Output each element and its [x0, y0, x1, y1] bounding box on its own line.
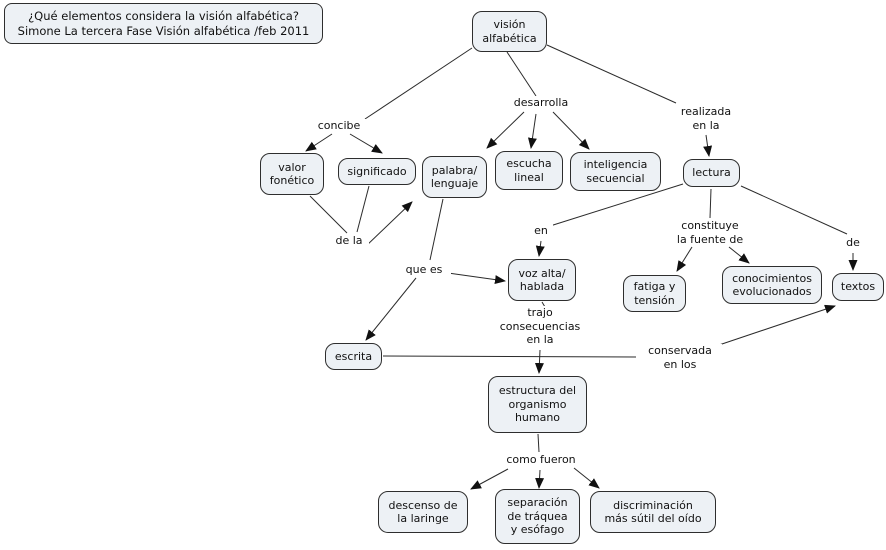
- node-escrita[interactable]: escrita: [325, 343, 382, 370]
- plain-connectors: [309, 44, 848, 453]
- node-separacion-traquea[interactable]: separación de tráquea y esófago: [495, 489, 580, 544]
- node-voz-alta-hablada[interactable]: voz alta/ hablada: [508, 259, 576, 301]
- node-descenso-laringe[interactable]: descenso de la laringe: [378, 491, 468, 533]
- map-title-box[interactable]: ¿Qué elementos considera la visión alfab…: [4, 3, 323, 44]
- link-label-como-fueron[interactable]: como fueron: [502, 453, 580, 467]
- node-textos[interactable]: textos: [832, 273, 884, 301]
- node-palabra-lenguaje[interactable]: palabra/ lenguaje: [422, 156, 487, 198]
- node-vision-alfabetica[interactable]: visión alfabética: [472, 11, 547, 52]
- node-lectura[interactable]: lectura: [683, 159, 740, 187]
- link-label-desarrolla[interactable]: desarrolla: [504, 96, 578, 110]
- link-label-de-la[interactable]: de la: [329, 234, 369, 248]
- node-significado[interactable]: significado: [338, 158, 416, 185]
- node-estructura-organismo[interactable]: estructura del organismo humano: [488, 376, 587, 433]
- link-label-constituye-la-fuente-de[interactable]: constituye la fuente de: [668, 219, 752, 246]
- link-label-de[interactable]: de: [843, 236, 863, 250]
- link-label-realizada-en-la[interactable]: realizada en la: [674, 105, 738, 132]
- link-label-que-es[interactable]: que es: [397, 263, 451, 277]
- link-label-conservada-en-los[interactable]: conservada en los: [638, 344, 722, 371]
- link-label-en[interactable]: en: [529, 224, 553, 238]
- link-label-concibe[interactable]: concibe: [309, 119, 369, 133]
- arrow-connectors: [305, 111, 858, 490]
- node-discriminacion-oido[interactable]: discriminación más sútil del oído: [590, 491, 716, 533]
- map-title-question: ¿Qué elementos considera la visión alfab…: [28, 8, 299, 23]
- node-escucha-lineal[interactable]: escucha lineal: [495, 151, 563, 190]
- node-fatiga-tension[interactable]: fatiga y tensión: [623, 275, 686, 312]
- node-inteligencia-secuencial[interactable]: inteligencia secuencial: [570, 152, 661, 191]
- node-conocimientos-evolucionados[interactable]: conocimientos evolucionados: [722, 266, 822, 304]
- link-label-trajo-consecuencias-en-la[interactable]: trajo consecuencias en la: [494, 306, 586, 347]
- node-valor-fonetico[interactable]: valor fonético: [260, 153, 324, 195]
- map-title-source: Simone La tercera Fase Visión alfabética…: [17, 23, 310, 38]
